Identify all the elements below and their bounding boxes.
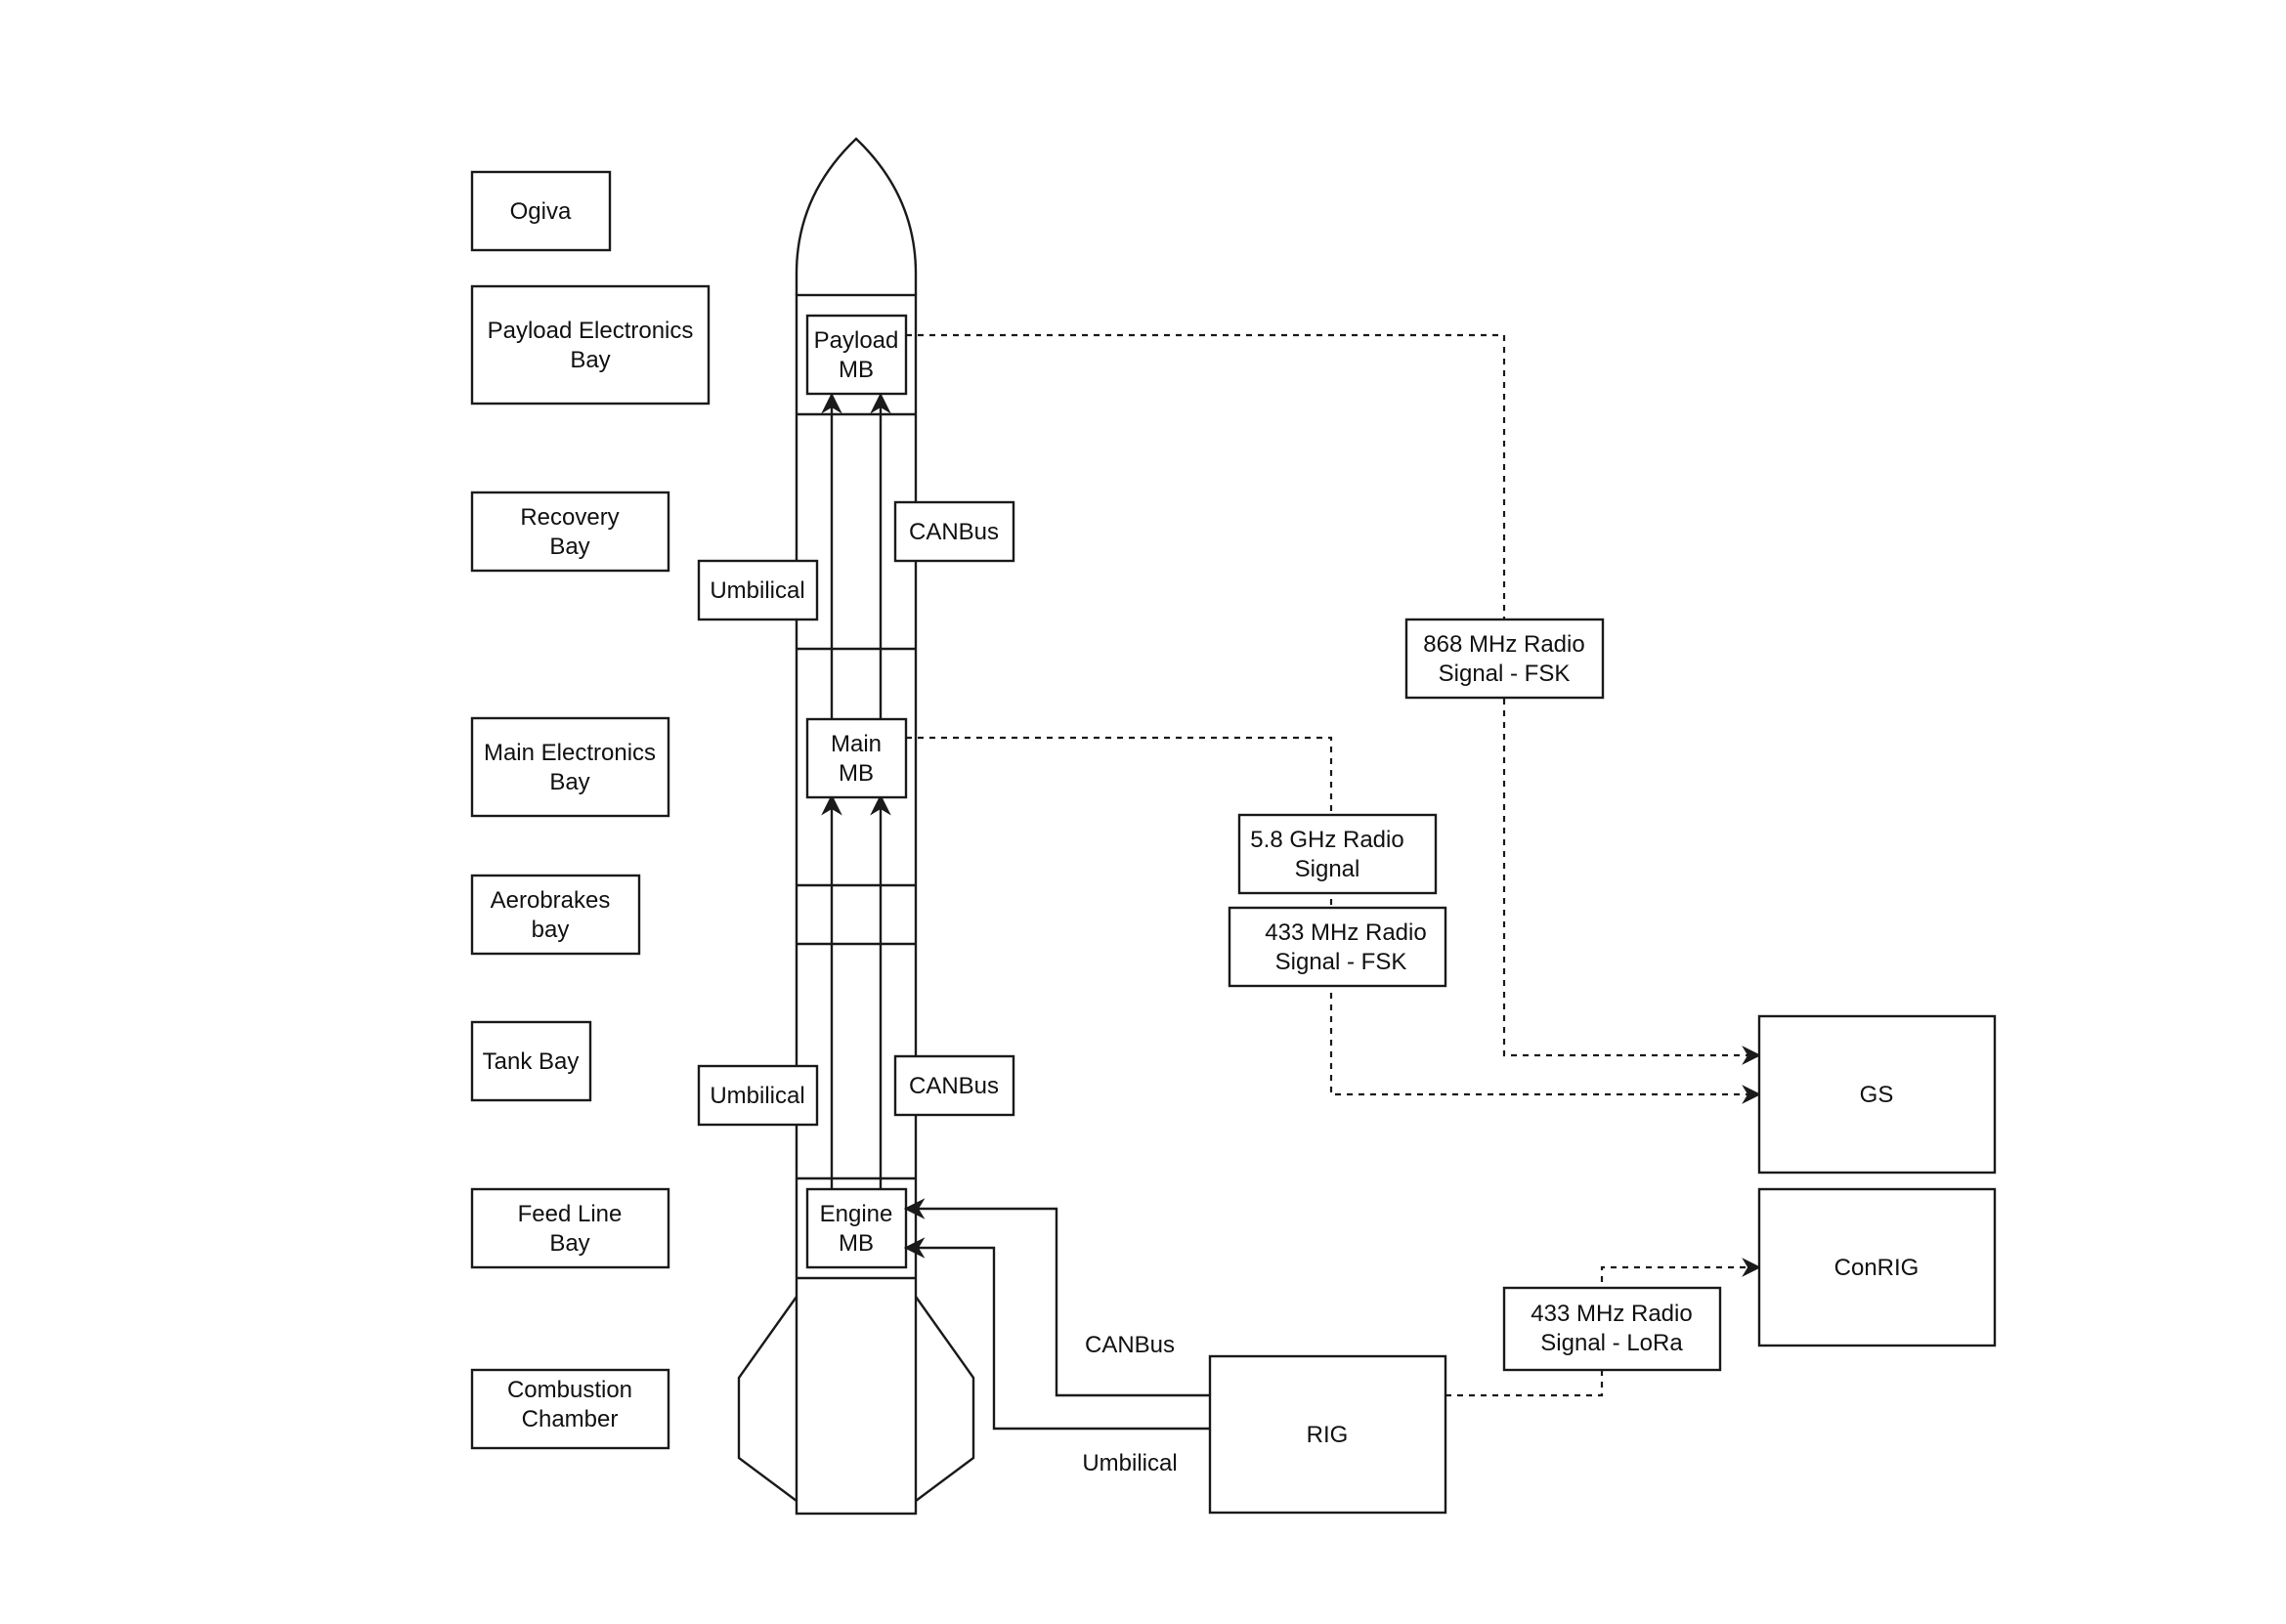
svg-text:5.8 GHz Radio: 5.8 GHz Radio bbox=[1250, 827, 1403, 853]
main-mb-label-line1: Main bbox=[831, 731, 882, 757]
radio-868-label: 868 MHz Radio Signal - FSK bbox=[1404, 618, 1605, 700]
svg-text:Signal - FSK: Signal - FSK bbox=[1439, 661, 1571, 687]
svg-text:Signal - LoRa: Signal - LoRa bbox=[1540, 1330, 1683, 1356]
feedline-bay-label: Feed Line Bay bbox=[470, 1187, 670, 1269]
svg-text:Signal - FSK: Signal - FSK bbox=[1275, 949, 1407, 975]
umbilical-lower-label: Umbilical bbox=[697, 1064, 819, 1127]
svg-text:Payload Electronics: Payload Electronics bbox=[488, 318, 694, 344]
recovery-bay-label: Recovery Bay bbox=[470, 491, 670, 573]
svg-text:Bay: Bay bbox=[549, 534, 589, 560]
combustion-chamber-label: Combustion Chamber bbox=[470, 1368, 670, 1450]
radio-58-label: 5.8 GHz Radio Signal bbox=[1237, 813, 1438, 895]
svg-text:CANBus: CANBus bbox=[909, 1073, 999, 1099]
svg-text:Aerobrakes: Aerobrakes bbox=[491, 887, 611, 914]
conrig-box: ConRIG bbox=[1757, 1187, 1997, 1347]
canbus-rig-label: CANBus bbox=[1085, 1332, 1175, 1358]
svg-text:Chamber: Chamber bbox=[522, 1406, 619, 1432]
main-mb-box: Main MB bbox=[805, 717, 908, 799]
engine-mb-label-line2: MB bbox=[839, 1230, 874, 1257]
radio-433-lora-label: 433 MHz Radio Signal - LoRa bbox=[1502, 1286, 1722, 1372]
umbilical-upper-label: Umbilical bbox=[697, 559, 819, 621]
svg-text:433 MHz Radio: 433 MHz Radio bbox=[1531, 1301, 1692, 1327]
payload-mb-label-line1: Payload bbox=[814, 327, 899, 354]
rocket-fin-right bbox=[915, 1296, 975, 1502]
svg-text:868 MHz Radio: 868 MHz Radio bbox=[1423, 631, 1584, 658]
rocket-fin-left bbox=[737, 1296, 798, 1502]
svg-text:RIG: RIG bbox=[1307, 1422, 1349, 1448]
svg-text:Combustion: Combustion bbox=[507, 1377, 632, 1403]
canbus-upper-label: CANBus bbox=[893, 500, 1015, 563]
svg-text:Umbilical: Umbilical bbox=[710, 577, 804, 604]
internal-bus-lines bbox=[821, 392, 891, 1188]
rocket-nose-cone bbox=[795, 137, 918, 295]
radio-link-payload-to-gs bbox=[906, 333, 1761, 1065]
umbilical-rig-label: Umbilical bbox=[1082, 1450, 1177, 1476]
svg-text:ConRIG: ConRIG bbox=[1834, 1255, 1919, 1281]
svg-text:Tank Bay: Tank Bay bbox=[483, 1048, 580, 1075]
svg-text:bay: bay bbox=[532, 917, 570, 943]
engine-mb-label-line1: Engine bbox=[820, 1201, 893, 1227]
svg-text:Bay: Bay bbox=[549, 1230, 589, 1257]
rocket-fuselage bbox=[795, 293, 918, 1516]
svg-text:Bay: Bay bbox=[549, 769, 589, 795]
aerobrakes-bay-label: Aerobrakes bay bbox=[470, 874, 641, 956]
svg-text:Feed Line: Feed Line bbox=[518, 1201, 623, 1227]
svg-text:Ogiva: Ogiva bbox=[510, 198, 572, 225]
svg-text:GS: GS bbox=[1860, 1082, 1894, 1108]
umbilical-link-rig-to-engine bbox=[903, 1237, 1210, 1431]
svg-text:Recovery: Recovery bbox=[520, 504, 619, 531]
main-mb-label-line2: MB bbox=[839, 760, 874, 787]
rig-box: RIG bbox=[1208, 1354, 1447, 1515]
payload-bay-label: Payload Electronics Bay bbox=[470, 284, 711, 406]
engine-mb-box: Engine MB bbox=[805, 1187, 908, 1269]
main-bay-label: Main Electronics Bay bbox=[470, 716, 670, 818]
radio-433-fsk-label: 433 MHz Radio Signal - FSK bbox=[1228, 906, 1447, 988]
gs-box: GS bbox=[1757, 1014, 1997, 1175]
payload-mb-box: Payload MB bbox=[805, 314, 908, 396]
rocket-body bbox=[737, 137, 975, 1516]
payload-mb-label-line2: MB bbox=[839, 357, 874, 383]
svg-text:Umbilical: Umbilical bbox=[710, 1083, 804, 1109]
ogiva-label: Ogiva bbox=[470, 170, 612, 252]
svg-text:433 MHz Radio: 433 MHz Radio bbox=[1265, 919, 1426, 946]
canbus-lower-label: CANBus bbox=[893, 1054, 1015, 1117]
svg-text:Bay: Bay bbox=[570, 347, 610, 373]
tank-bay-label: Tank Bay bbox=[470, 1020, 592, 1102]
svg-text:Signal: Signal bbox=[1295, 856, 1360, 882]
canbus-link-rig-to-engine bbox=[903, 1198, 1210, 1397]
svg-text:Main Electronics: Main Electronics bbox=[484, 740, 656, 766]
svg-text:CANBus: CANBus bbox=[909, 519, 999, 545]
